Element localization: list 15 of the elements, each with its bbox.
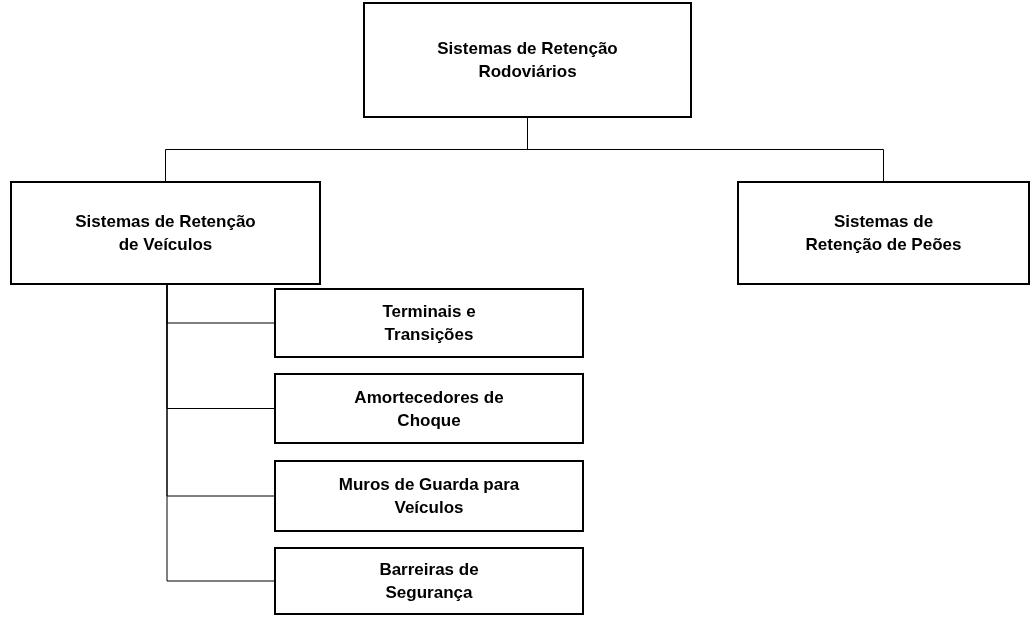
- category-box: [737, 181, 1030, 285]
- category-box: [10, 181, 321, 285]
- connector-line: [166, 284, 275, 582]
- box-label: Barreiras de Segurança: [378, 559, 480, 604]
- box-label: Terminais e Transições: [381, 301, 477, 346]
- box-label: Sistemas de Retenção Rodoviários: [436, 38, 619, 83]
- category-box: [274, 288, 584, 358]
- category-box: [363, 2, 692, 118]
- box-label: Sistemas de Retenção de Peões: [804, 211, 963, 256]
- category-box: [274, 460, 584, 532]
- category-box: [274, 547, 584, 615]
- box-label: Amortecedores de Choque: [353, 386, 505, 432]
- box-label: Muros de Guarda para Veículos: [337, 474, 521, 519]
- box-label: Sistemas de Retenção de Veículos: [74, 211, 257, 256]
- category-box: [274, 373, 584, 444]
